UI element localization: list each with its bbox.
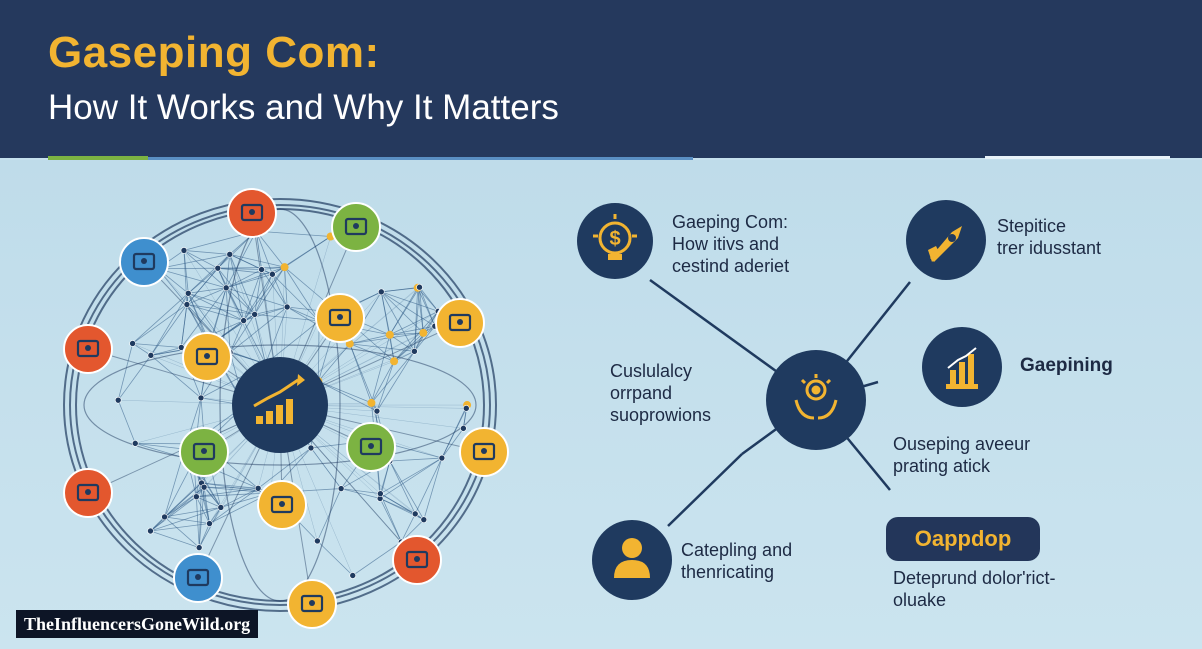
item-label-bottom-right: Deteprund dolor'rict- oluake [893, 567, 1056, 611]
header-divider-green [48, 156, 148, 160]
rocket-icon [928, 226, 962, 262]
item-label-person: Catepling and thenricating [681, 539, 792, 583]
item-left-line: suoprowions [610, 405, 712, 425]
badge-label: Oappdop [886, 517, 1040, 561]
satellite-icon [435, 298, 485, 348]
target-icon [346, 422, 396, 472]
user-icon [63, 324, 113, 374]
item-bar-chart-line: Gaepining [1020, 355, 1113, 376]
item-money-title: Gaeping Com: [672, 212, 789, 232]
robot-icon [287, 579, 337, 629]
laptop-chart-icon [331, 202, 381, 252]
item-rocket-line: trer idusstant [997, 238, 1102, 258]
item-mid-right-line: Ouseping aveeur [893, 434, 1031, 454]
item-bottom-right-line: oluake [893, 590, 947, 610]
item-person-line: thenricating [681, 562, 775, 582]
user-icon [63, 468, 113, 518]
screen-icon [392, 535, 442, 585]
person-icon [614, 538, 650, 578]
item-label-mid-right: Ouseping aveeur prating atick [893, 433, 1030, 477]
network-globe-outline [63, 198, 497, 612]
header-banner [0, 0, 1202, 158]
header-divider-blue [148, 157, 693, 160]
settings-icon [179, 427, 229, 477]
item-money-node: $ [577, 203, 653, 279]
item-label-left: Cuslulalcy orrpand suoprowions [610, 360, 711, 426]
item-bar-chart-node [922, 327, 1002, 407]
header-divider-white [985, 156, 1170, 159]
item-mid-right-line: prating atick [893, 456, 991, 476]
network-center-node [232, 357, 328, 453]
item-money-line: cestind aderiet [672, 256, 790, 276]
item-left-line: Cuslulalcy [610, 361, 693, 381]
gear-icon [257, 480, 307, 530]
item-left-line: orrpand [610, 383, 673, 403]
item-label-rocket: Stepitice trer idusstant [997, 215, 1101, 259]
growth-chart-icon [253, 374, 305, 424]
handshake-icon [182, 332, 232, 382]
item-rocket-line: Stepitice [997, 216, 1067, 236]
bar-chart-icon [946, 347, 978, 389]
item-rocket-node [906, 200, 986, 280]
gear-hands-icon [794, 374, 838, 420]
item-person-node [592, 520, 672, 600]
item-person-line: Catepling and [681, 540, 793, 560]
user-icon [315, 293, 365, 343]
svg-text:$: $ [609, 228, 620, 250]
document-icon [459, 427, 509, 477]
watermark: TheInfluencersGoneWild.org [16, 610, 259, 638]
hub-node [766, 350, 866, 450]
network-nodes [63, 188, 509, 629]
item-label-bar-chart: Gaepining [1020, 355, 1113, 377]
money-icon: $ [593, 214, 637, 260]
item-money-line: How itivs and [672, 234, 780, 254]
chart-board-icon [173, 553, 223, 603]
monitor-icon [227, 188, 277, 238]
presentation-icon [119, 237, 169, 287]
item-label-money: Gaeping Com: How itivs and cestind aderi… [672, 211, 789, 277]
page-subtitle: How It Works and Why It Matters [48, 88, 559, 127]
item-bottom-right-line: Deteprund dolor'rict- [893, 568, 1056, 588]
page-title: Gaseping Com: [48, 28, 380, 77]
